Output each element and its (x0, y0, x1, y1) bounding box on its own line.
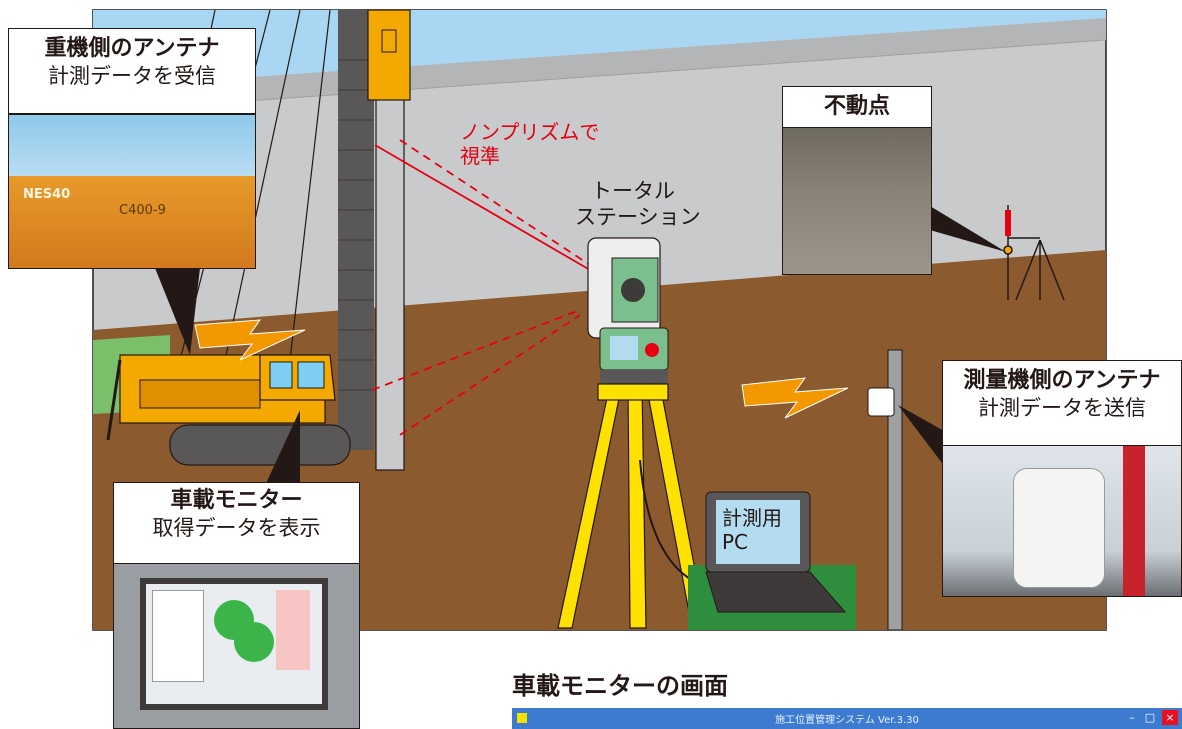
survey-antenna-subtitle: 計測データを送信 (978, 395, 1146, 420)
close-button[interactable]: × (1162, 710, 1178, 725)
aim-lines (371, 139, 591, 436)
machine-model-label: C400-9 (119, 203, 166, 218)
survey-antenna-callout: 測量機側のアンテナ 計測データを送信 (942, 360, 1182, 446)
crane-machine (106, 354, 351, 466)
monitor-callout: 車載モニター 取得データを表示 (113, 482, 360, 564)
pc-line2: PC (722, 530, 749, 554)
antenna-device (1013, 468, 1105, 588)
total-station (587, 237, 669, 384)
antenna-pole (887, 349, 903, 631)
pc-line1: 計測用 (722, 506, 782, 530)
app-icon (517, 713, 527, 723)
nonprism-line2: 視準 (460, 144, 500, 168)
heavy-antenna-subtitle: 計測データを受信 (48, 63, 216, 88)
survey-antenna-box (867, 387, 895, 417)
red-pole (1123, 446, 1145, 596)
pointer-monitor (262, 410, 300, 492)
machine-brand-label: NES40 (23, 187, 71, 202)
fixed-point-tripod (1003, 205, 1065, 301)
nonprism-line1: ノンプリズムで (460, 120, 600, 144)
monitor-photo (113, 563, 360, 729)
fixed-point-photo (782, 127, 932, 275)
monitor-window-title: 施工位置管理システム Ver.3.30 (775, 715, 919, 726)
nonprism-label: ノンプリズムで 視準 (460, 120, 599, 168)
signal-bolt-heavy (194, 319, 306, 361)
fixed-point-title: 不動点 (823, 94, 890, 119)
total-station-label: トータル ステーション (575, 178, 701, 231)
heavy-antenna-title: 重機側のアンテナ (44, 36, 220, 61)
monitor-window-titlebar: 施工位置管理システム Ver.3.30 – □ × (512, 708, 1182, 729)
survey-antenna-photo (942, 445, 1182, 597)
signal-bolt-survey (741, 377, 849, 419)
tablet-screen (140, 578, 328, 710)
total-station-line2: ステーション (575, 205, 701, 230)
survey-antenna-title: 測量機側のアンテナ (963, 368, 1161, 393)
auger-head (367, 9, 411, 101)
monitor-screen-heading: 車載モニターの画面 (512, 672, 728, 700)
total-station-line1: トータル (591, 179, 675, 203)
monitor-callout-subtitle: 取得データを表示 (152, 515, 321, 540)
laptop-pc (688, 491, 856, 630)
monitor-callout-title: 車載モニター (170, 488, 303, 513)
fixed-point-callout: 不動点 (782, 86, 932, 128)
minimize-button[interactable]: – (1129, 711, 1135, 724)
pc-label: 計測用 PC (722, 506, 782, 554)
heavy-antenna-callout: 重機側のアンテナ 計測データを受信 (8, 28, 256, 114)
pointer-fixed-point (920, 200, 1006, 252)
pointer-heavy-antenna (155, 268, 200, 355)
heavy-antenna-photo: NES40 C400-9 (8, 114, 256, 269)
steel-pipe (375, 94, 405, 471)
maximize-button[interactable]: □ (1144, 711, 1156, 724)
